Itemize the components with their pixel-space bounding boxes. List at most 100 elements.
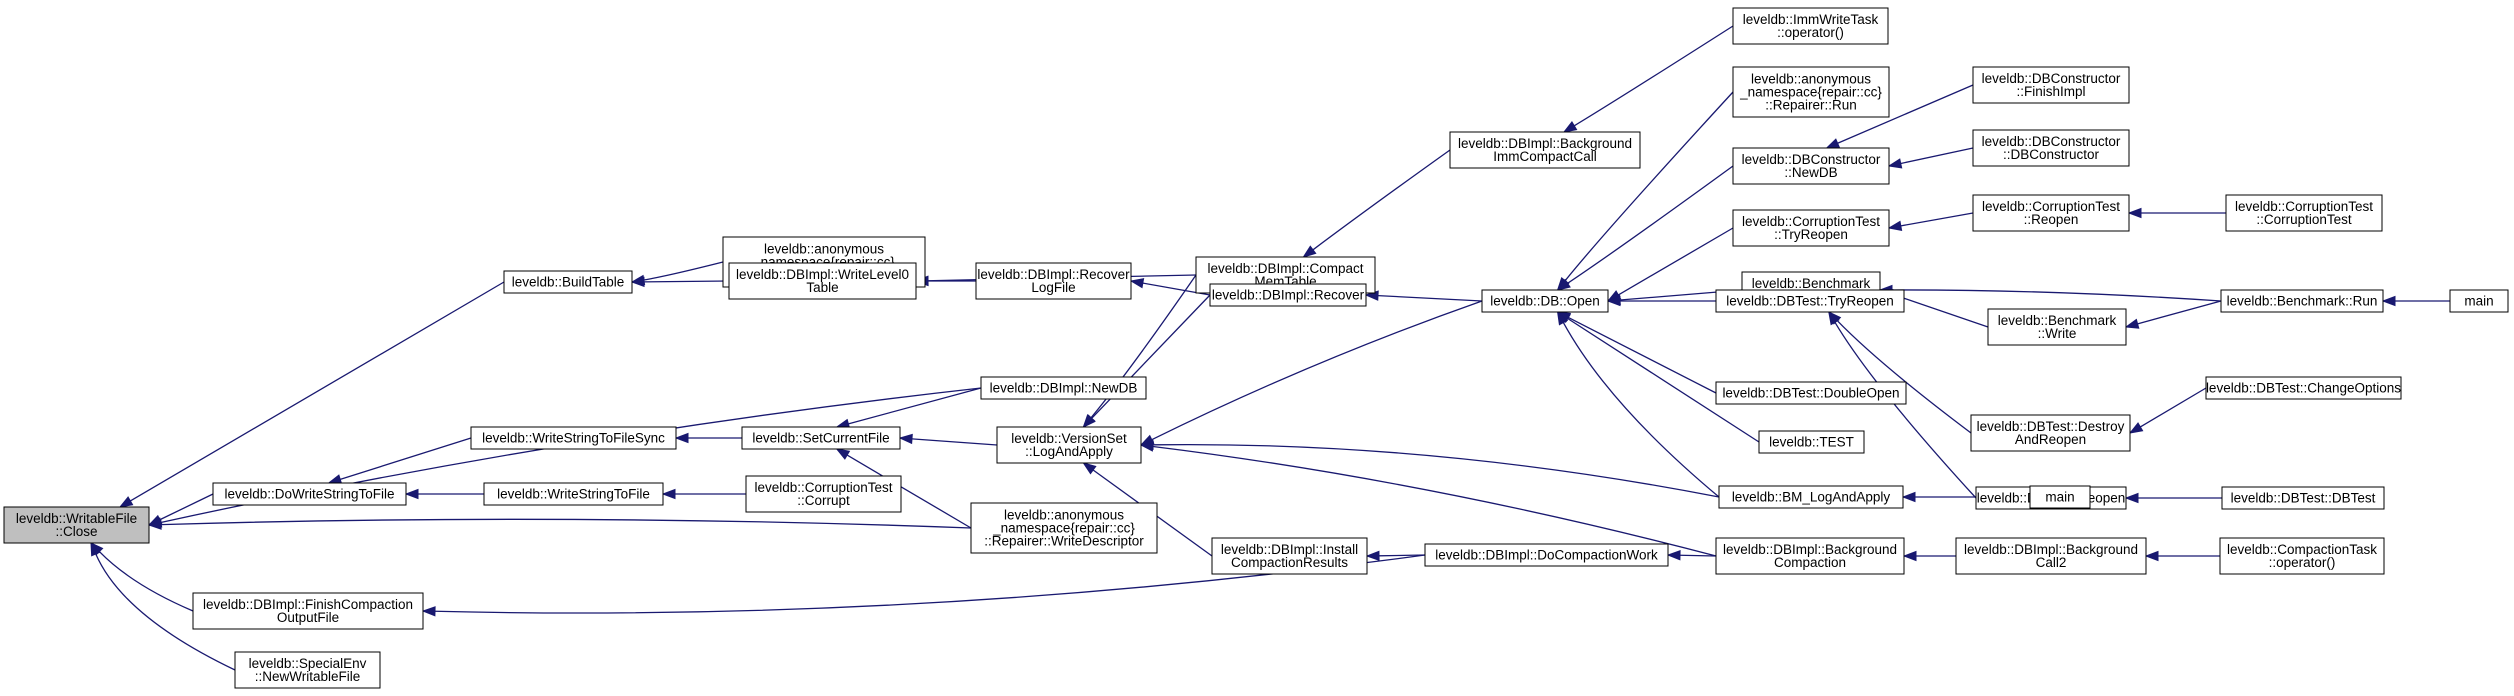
call-edge-wstfsync-to-dowrite (340, 437, 472, 480)
node-label: ::Repairer::Run (1765, 98, 1857, 113)
node-box (728, 262, 917, 300)
node-dbtctor[interactable]: leveldb::DBTest::DBTest (2221, 486, 2385, 510)
node-recover[interactable]: leveldb::DBImpl::Recover (1209, 283, 1367, 307)
node-doubleopen[interactable]: leveldb::DBTest::DoubleOpen (1715, 381, 1907, 405)
node-label: Table (806, 280, 838, 295)
arrowhead-dbtreopen-to-dbttry (1828, 310, 1840, 326)
node-close[interactable]: leveldb::WritableFile::Close (3, 506, 150, 544)
node-box (483, 482, 664, 506)
node-box (1211, 537, 1368, 575)
call-edge-benchwrite-to-benchopen (1891, 293, 1989, 328)
node-finishimpl[interactable]: leveldb::DBConstructor::FinishImpl (1972, 66, 2130, 104)
node-box (1972, 194, 2130, 232)
arrowhead-bmlog-to-dbopen (1556, 310, 1569, 326)
call-edge-recover-to-recoverlog (1142, 282, 1211, 296)
arrowhead-logandapply-to-setcurrent (898, 433, 913, 445)
arrowhead-changeoptions-to-destroyreopen (2128, 422, 2144, 434)
node-box (2221, 486, 2385, 510)
node-trycorrupt[interactable]: leveldb::CorruptionTest::TryReopen (1732, 209, 1890, 247)
node-box (1987, 308, 2127, 346)
node-repairrun[interactable]: leveldb::anonymous_namespace{repair::cc}… (1732, 66, 1890, 118)
node-writedescriptor[interactable]: leveldb::anonymous_namespace{repair::cc}… (970, 502, 1158, 554)
node-box (2225, 194, 2383, 232)
node-label: leveldb::DBImpl::Recover (977, 267, 1130, 282)
node-finishcompaction[interactable]: leveldb::DBImpl::FinishCompactionOutputF… (192, 592, 424, 630)
node-comptask[interactable]: leveldb::CompactionTask::operator() (2219, 537, 2385, 575)
node-label: Compaction (1774, 555, 1846, 570)
arrowhead-comptask-to-bgcall2 (2144, 550, 2159, 562)
node-label: main (2464, 294, 2493, 309)
node-label: leveldb::ImmWriteTask (1743, 12, 1879, 27)
arrowhead-setcurrent-to-wstfsync (674, 432, 689, 444)
node-box (1970, 414, 2131, 452)
arrowhead-corruptctor-to-corruptreopen (2127, 207, 2142, 219)
node-lvtest[interactable]: leveldb::TEST (1758, 430, 1865, 454)
call-edge-dbcnewdb-to-dbopen (1567, 165, 1734, 284)
node-label: AndReopen (2015, 432, 2086, 447)
node-immwrite[interactable]: leveldb::ImmWriteTask::operator() (1732, 7, 1889, 45)
node-label: leveldb::Benchmark (1752, 276, 1871, 291)
node-label: leveldb::WriteStringToFileSync (482, 431, 665, 446)
node-label: leveldb::CorruptionTest (2235, 199, 2373, 214)
node-install[interactable]: leveldb::DBImpl::InstallCompactionResult… (1211, 537, 1368, 575)
node-benchwrite[interactable]: leveldb::Benchmark::Write (1987, 308, 2127, 346)
node-box (1732, 66, 1890, 118)
node-box (1758, 430, 1865, 454)
arrowhead-dbttry-to-dbopen (1606, 295, 1621, 307)
call-edge-benchrun-to-benchopen (1891, 289, 2222, 302)
node-docompact[interactable]: leveldb::DBImpl::DoCompactionWork (1424, 543, 1669, 567)
node-label: ::DBConstructor (2003, 147, 2100, 162)
node-dbcctor[interactable]: leveldb::DBConstructor::DBConstructor (1972, 129, 2130, 167)
arrowhead-docompact-to-install (1365, 550, 1380, 562)
arrowhead-wstfsync-to-dowrite (327, 474, 343, 485)
node-dbttry[interactable]: leveldb::DBTest::TryReopen (1715, 289, 1905, 313)
node-setcurrent[interactable]: leveldb::SetCurrentFile (741, 426, 901, 450)
node-label: LogFile (1031, 280, 1075, 295)
node-label: _namespace{repair::cc} (1739, 85, 1882, 100)
node-dbcnewdb[interactable]: leveldb::DBConstructor::NewDB (1732, 147, 1890, 185)
node-bgimm[interactable]: leveldb::DBImpl::BackgroundImmCompactCal… (1449, 131, 1641, 169)
node-main2[interactable]: main (2449, 289, 2509, 313)
node-benchrun[interactable]: leveldb::Benchmark::Run (2220, 289, 2384, 313)
node-box (1972, 129, 2130, 167)
arrowhead-bgimm-to-compactmem (1302, 245, 1317, 258)
node-label: leveldb::SpecialEnv (249, 656, 367, 671)
node-changeoptions[interactable]: leveldb::DBTest::ChangeOptions (2205, 376, 2402, 400)
node-wstfsync[interactable]: leveldb::WriteStringToFileSync (470, 426, 677, 450)
node-wstf[interactable]: leveldb::WriteStringToFile (483, 482, 664, 506)
node-label: leveldb::BM_LogAndApply (1732, 490, 1891, 505)
node-corruptreopen[interactable]: leveldb::CorruptionTest::Reopen (1972, 194, 2130, 232)
arrowhead-install-to-logandapply (1082, 462, 1097, 475)
node-main1[interactable]: main (2029, 485, 2091, 509)
node-corruptctor[interactable]: leveldb::CorruptionTest::CorruptionTest (2225, 194, 2383, 232)
node-newdb1[interactable]: leveldb::DBImpl::NewDB (980, 376, 1147, 400)
call-edge-repairrun-to-dbopen (1564, 91, 1734, 282)
node-label: leveldb::DBTest::DBTest (2231, 491, 2376, 506)
arrowhead-writelevel0-to-buildtable (630, 276, 645, 288)
arrowhead-compactmem-to-logandapply (1082, 414, 1096, 429)
node-label: leveldb::DBImpl::FinishCompaction (203, 597, 413, 612)
node-corrupttest[interactable]: leveldb::CorruptionTest::Corrupt (745, 475, 902, 513)
node-box (3, 506, 150, 544)
node-box (1481, 289, 1609, 313)
node-dowrite[interactable]: leveldb::DoWriteStringToFile (212, 482, 407, 506)
call-edge-buildtable-to-close (130, 281, 505, 502)
node-label: leveldb::DBImpl::Background (1723, 542, 1897, 557)
node-box (1718, 485, 1904, 509)
call-edge-bgcompaction-to-docompact (1679, 554, 1717, 557)
node-buildtable[interactable]: leveldb::BuildTable (503, 270, 633, 294)
node-label: leveldb::DBImpl::Recover (1212, 288, 1365, 303)
node-label: ::operator() (1777, 25, 1844, 40)
node-logandapply[interactable]: leveldb::VersionSet::LogAndApply (996, 426, 1142, 464)
node-specialenv[interactable]: leveldb::SpecialEnv::NewWritableFile (234, 651, 381, 689)
node-dbopen[interactable]: leveldb::DB::Open (1481, 289, 1609, 313)
node-box (980, 376, 1147, 400)
node-label: leveldb::SetCurrentFile (752, 431, 889, 446)
call-edge-trycorrupt-to-dbopen (1618, 227, 1734, 296)
node-bmlog[interactable]: leveldb::BM_LogAndApply (1718, 485, 1904, 509)
